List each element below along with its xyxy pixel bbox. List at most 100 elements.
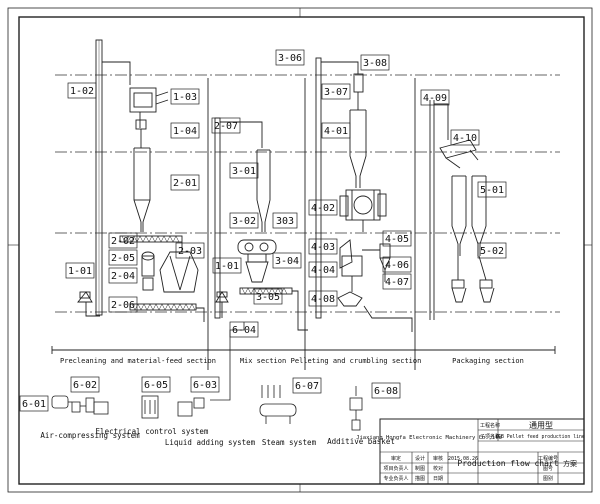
svg-text:6-08: 6-08 (374, 386, 398, 397)
label-5-02: 5-02 (477, 242, 507, 259)
svg-text:4-10: 4-10 (453, 133, 477, 144)
outer-frame (7, 7, 593, 493)
tb-r2a: 项目负责人 (383, 465, 408, 472)
svg-text:3-05: 3-05 (256, 292, 280, 303)
label-4-06: 4-06 (382, 256, 412, 273)
tb-r1b: 设计 (415, 455, 425, 462)
label-6-02: 6-02 (70, 376, 100, 393)
label-5-01: 5-01 (477, 181, 507, 198)
label-6-05: 6-05 (141, 376, 171, 393)
tb-r3b: 描图 (415, 475, 425, 482)
svg-text:3-08: 3-08 (363, 58, 387, 69)
label-2-03: 2-03 (175, 242, 205, 259)
svg-text:4-06: 4-06 (385, 260, 409, 271)
label-1-02: 1-02 (67, 82, 97, 99)
svg-text:2-06: 2-06 (111, 300, 135, 311)
label-4-05: 4-05 (382, 230, 412, 247)
tb-r2b: 制图 (415, 465, 425, 472)
tb-cell-2: 子项名称 (480, 433, 500, 440)
svg-text:6-03: 6-03 (193, 380, 217, 391)
svg-text:2-01: 2-01 (173, 178, 197, 189)
label-6-03: 6-03 (190, 376, 220, 393)
section-pelleting: Pelleting and crumbling section (291, 357, 422, 365)
label-4-08: 4-08 (308, 290, 338, 307)
label-2-04: 2-04 (108, 267, 138, 284)
label-4-03: 4-03 (308, 238, 338, 255)
label-3-01: 3-01 (229, 162, 259, 179)
svg-text:6-04: 6-04 (232, 325, 256, 336)
label-3-02: 3-02 (229, 212, 259, 229)
svg-text:4-07: 4-07 (385, 277, 409, 288)
svg-text:2-03: 2-03 (178, 246, 202, 257)
tb-r1c: 审核 (433, 455, 443, 462)
equipment-labels: 1-02 1-03 1-04 2-01 2-02 2-05 2-03 2-04 … (19, 49, 507, 412)
svg-text:5-01: 5-01 (480, 185, 504, 196)
label-4-09: 4-09 (420, 89, 450, 106)
tb-company: Jiaxiang Hongfa Electronic Machinery Co.… (356, 435, 502, 441)
tb-cell-1: 工程名称 (480, 422, 500, 429)
tb-r1a: 审定 (391, 455, 401, 462)
section-mix: Mix section (240, 357, 286, 365)
svg-text:303: 303 (276, 216, 294, 227)
label-4-07: 4-07 (382, 273, 412, 290)
label-6-07: 6-07 (292, 377, 322, 394)
title-block (379, 418, 585, 485)
svg-text:2-04: 2-04 (111, 271, 135, 282)
caption-air-compressing: Air-compressing system (40, 431, 140, 440)
svg-text:6-07: 6-07 (295, 381, 319, 392)
caption-liquid-adding: Liquid adding system (165, 438, 256, 447)
svg-text:6-02: 6-02 (73, 380, 97, 391)
tb-chart-title: Production flow chart (457, 459, 558, 468)
label-2-02: 2-02 (108, 232, 138, 249)
tb-date: 2015.08.26 (448, 456, 478, 462)
svg-text:1-03: 1-03 (173, 92, 197, 103)
tb-c-a: 工程编号 (538, 455, 558, 462)
svg-text:3-02: 3-02 (232, 216, 256, 227)
svg-text:2-02: 2-02 (111, 236, 135, 247)
svg-text:4-09: 4-09 (423, 93, 447, 104)
floor-levels (55, 74, 560, 313)
tb-c-c: 图别 (543, 475, 553, 482)
tb-line-name: ZCB Pellet feed production line (495, 434, 585, 440)
label-3-07: 3-07 (321, 83, 351, 100)
svg-text:3-06: 3-06 (278, 53, 302, 64)
tb-cell-3: 通用型 (529, 420, 553, 430)
svg-text:1-01: 1-01 (215, 261, 239, 272)
svg-text:2-05: 2-05 (111, 253, 135, 264)
auxiliary-systems (51, 322, 363, 431)
label-2-01: 2-01 (170, 174, 200, 191)
svg-text:3-04: 3-04 (275, 256, 299, 267)
pelleting-equipment (315, 57, 413, 332)
svg-text:2-07: 2-07 (214, 121, 238, 132)
section-precleaning: Precleaning and material-feed section (60, 357, 216, 365)
packaging-equipment (429, 100, 495, 320)
label-3-05: 3-05 (253, 288, 283, 305)
label-4-10: 4-10 (450, 129, 480, 146)
label-4-04: 4-04 (308, 261, 338, 278)
caption-additive-basket: Additive basket (327, 437, 395, 446)
tb-c-b: 图号 (543, 466, 553, 472)
label-2-07: 2-07 (211, 117, 241, 134)
label-2-05: 2-05 (108, 249, 138, 266)
section-packaging: Packaging section (452, 357, 524, 365)
svg-text:4-08: 4-08 (311, 294, 335, 305)
section-dividers (51, 78, 556, 370)
label-3-06: 3-06 (275, 49, 305, 66)
label-1-01-mix: 1-01 (212, 257, 242, 274)
label-3-04: 3-04 (272, 252, 302, 269)
caption-steam-system: Steam system (262, 438, 317, 447)
svg-text:1-01: 1-01 (68, 266, 92, 277)
tb-r3a: 专业负责人 (383, 475, 408, 482)
label-1-03: 1-03 (170, 88, 200, 105)
label-6-01: 6-01 (19, 395, 49, 412)
label-4-01: 4-01 (321, 122, 351, 139)
svg-text:4-02: 4-02 (311, 203, 335, 214)
label-1-04: 1-04 (170, 122, 200, 139)
tb-r3c: 日期 (433, 476, 443, 482)
section-captions: Precleaning and material-feed section Mi… (60, 357, 524, 365)
label-1-01: 1-01 (65, 262, 95, 279)
svg-text:3-07: 3-07 (324, 87, 348, 98)
svg-text:1-02: 1-02 (70, 86, 94, 97)
